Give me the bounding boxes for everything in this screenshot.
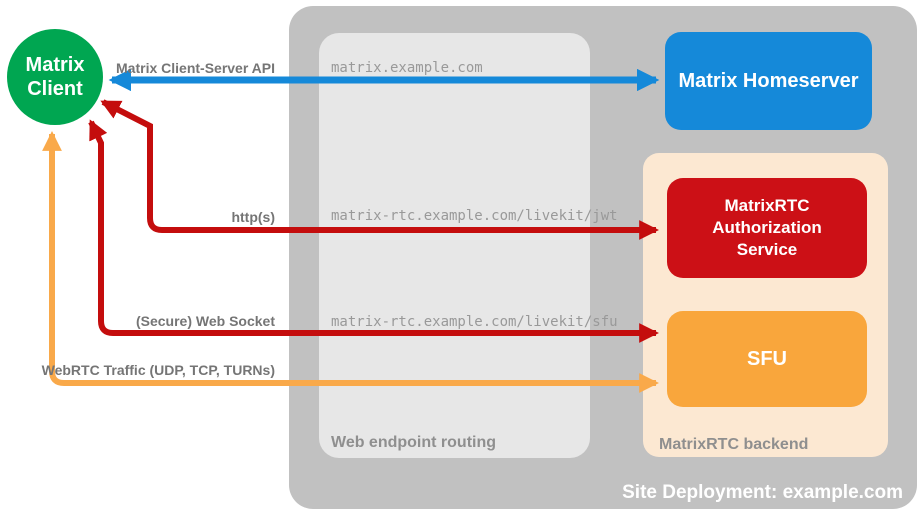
matrixrtc-authorization-service-node: MatrixRTC Authorization Service (667, 178, 867, 278)
webrtc-traffic-label: WebRTC Traffic (UDP, TCP, TURNs) (41, 362, 275, 378)
site-deployment-label: Site Deployment: example.com (622, 482, 903, 503)
route-matrix-example-com: matrix.example.com (331, 60, 483, 76)
matrix-homeserver-node: Matrix Homeserver (665, 32, 872, 130)
client-server-api-label: Matrix Client-Server API (116, 60, 275, 76)
websocket-label: (Secure) Web Socket (135, 313, 275, 329)
route-livekit-sfu: matrix-rtc.example.com/livekit/sfu (331, 314, 618, 330)
web-endpoint-routing-label: Web endpoint routing (331, 434, 497, 451)
https-label: http(s) (231, 209, 275, 225)
matrix-client-node: Matrix Client (7, 29, 103, 125)
sfu-node: SFU (667, 311, 867, 407)
web-endpoint-routing-container (319, 33, 590, 458)
route-livekit-jwt: matrix-rtc.example.com/livekit/jwt (331, 208, 618, 224)
matrixrtc-backend-label: MatrixRTC backend (659, 436, 809, 453)
